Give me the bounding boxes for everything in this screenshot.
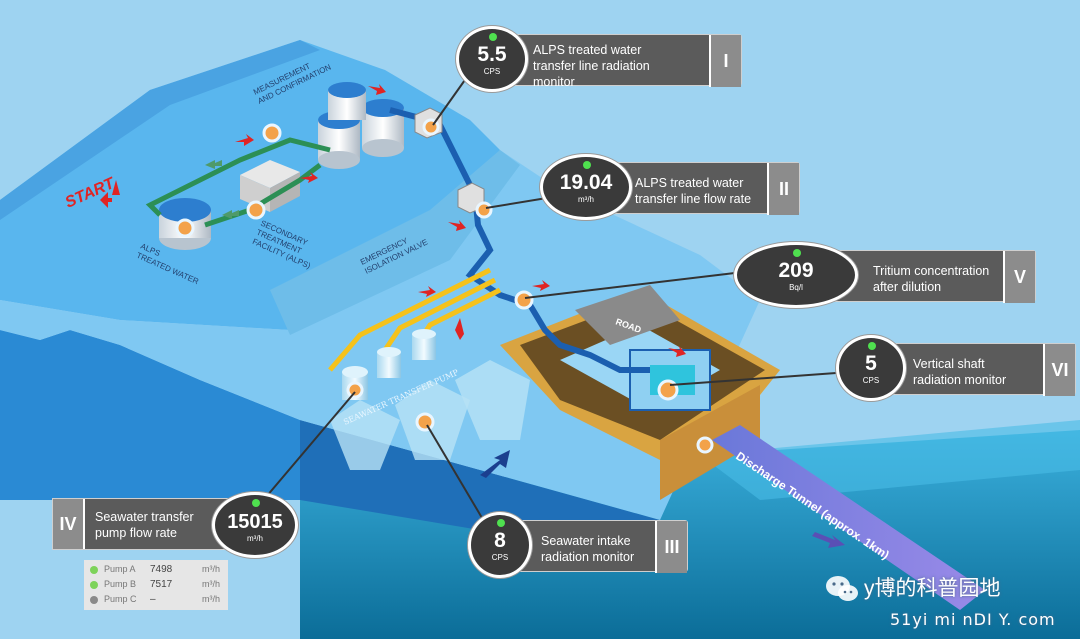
- pump-b-value: 7517: [150, 579, 173, 590]
- monitor-iii-panel: Seawater intake radiation monitor III: [504, 520, 688, 573]
- green-pipe-1: [145, 137, 331, 217]
- callout-leaders: [254, 69, 851, 529]
- monitor-vi-value: 5: [865, 352, 877, 375]
- monitor-v-description: Tritium concentration after dilution: [873, 264, 990, 294]
- monitor-i-radiation[interactable]: ALPS treated water transfer line radiati…: [456, 26, 742, 92]
- discharge-arrow: [812, 532, 845, 548]
- wechat-icon: [826, 576, 858, 601]
- monitor-i-value: 5.5: [477, 43, 507, 66]
- pump-a-unit: m³/h: [202, 564, 220, 574]
- monitor-ii-unit: m³/h: [578, 195, 594, 204]
- terrace-edge: [0, 40, 320, 220]
- monitor-iii-unit: CPS: [491, 553, 509, 562]
- monitor-iii-value: 8: [494, 529, 506, 552]
- intake-channel-3: [455, 360, 530, 440]
- flow-arrows: [100, 84, 686, 357]
- pump-row-c: Pump C – m³/h: [90, 593, 224, 607]
- pump-row-b: Pump B 7517 m³/h: [90, 578, 224, 592]
- monitor-i-status-dot: [489, 33, 497, 41]
- monitor-vi-shaft[interactable]: Vertical shaft radiation monitor VI 5 CP…: [836, 335, 1076, 401]
- monitor-vi-status-dot: [868, 342, 876, 350]
- monitor-iii-status-dot: [497, 519, 505, 527]
- monitor-iv-reading: 15015 m³/h: [212, 492, 298, 558]
- monitor-iv-number: IV: [53, 499, 85, 549]
- alps-transfer-pipe: [389, 107, 650, 373]
- monitor-i-unit: CPS: [483, 67, 501, 76]
- alps-treated-water-tank: [159, 198, 211, 250]
- pump-b-unit: m³/h: [202, 579, 220, 589]
- monitor-iii-description: Seawater intake radiation monitor: [541, 534, 635, 564]
- monitor-iv-status-dot: [252, 499, 260, 507]
- monitor-v-unit: Bq/l: [789, 283, 803, 292]
- monitor-iv-panel: IV Seawater transfer pump flow rate: [52, 498, 248, 550]
- monitor-ii-number: II: [767, 163, 799, 215]
- watermark-title: y博的科普园地: [864, 577, 1001, 600]
- seawater-pipe-1: [328, 267, 492, 372]
- monitor-iii-intake[interactable]: Seawater intake radiation monitor III 8 …: [468, 512, 688, 578]
- pump-c-status-dot: [90, 596, 98, 604]
- monitor-v-value: 209: [778, 259, 814, 282]
- seawater-pipe-2: [382, 277, 497, 352]
- pump-c-name: Pump C: [104, 594, 137, 604]
- monitor-v-tritium[interactable]: Tritium concentration after dilution V 2…: [734, 242, 1036, 308]
- intake-channel-1: [330, 400, 400, 470]
- pump-b-name: Pump B: [104, 579, 137, 589]
- pump-b-status-dot: [90, 581, 98, 589]
- monitor-vi-number: VI: [1043, 344, 1075, 396]
- monitor-ii-value: 19.04: [559, 171, 613, 194]
- pump-a-status-dot: [90, 566, 98, 574]
- monitor-iv-unit: m³/h: [247, 534, 263, 543]
- road-block: [575, 285, 680, 345]
- monitor-iii-number: III: [655, 521, 687, 573]
- monitor-iv-pump-flow[interactable]: IV Seawater transfer pump flow rate 1501…: [52, 492, 298, 558]
- discharge-tunnel: [712, 425, 985, 610]
- lower-terrace: [0, 150, 760, 520]
- measurement-tanks: [318, 82, 404, 169]
- land-front-left: [0, 195, 300, 500]
- monitor-vi-panel: Vertical shaft radiation monitor VI: [872, 343, 1076, 396]
- monitor-ii-description: ALPS treated water transfer line flow ra…: [635, 176, 752, 206]
- monitor-iv-description: Seawater transfer pump flow rate: [95, 510, 194, 540]
- monitor-ii-flow-rate[interactable]: ALPS treated water transfer line flow ra…: [540, 154, 800, 220]
- monitor-i-number: I: [709, 35, 741, 87]
- pump-a-value: 7498: [150, 564, 173, 575]
- monitor-v-status-dot: [793, 249, 801, 257]
- monitor-vi-reading: 5 CPS: [836, 335, 906, 401]
- monitor-v-reading: 209 Bq/l: [734, 242, 858, 308]
- monitor-vi-description: Vertical shaft radiation monitor: [913, 357, 1007, 387]
- pump-a-name: Pump A: [104, 564, 136, 574]
- pump-c-value: –: [150, 594, 156, 605]
- monitor-i-panel: ALPS treated water transfer line radiati…: [492, 34, 742, 89]
- watermark-url: 51yi mi nDI Y. com: [890, 610, 1056, 629]
- watermark: y博的科普园地 51yi mi nDI Y. com: [824, 572, 1074, 632]
- monitor-vi-unit: CPS: [862, 376, 880, 385]
- pump-row-a: Pump A 7498 m³/h: [90, 563, 224, 577]
- monitor-points: [175, 118, 714, 454]
- start-arrow: [112, 180, 120, 195]
- monitor-i-reading: 5.5 CPS: [456, 26, 528, 92]
- monitor-ii-reading: 19.04 m³/h: [540, 154, 632, 220]
- monitor-iii-reading: 8 CPS: [468, 512, 532, 578]
- pump-c-unit: m³/h: [202, 594, 220, 604]
- monitor-i-description: ALPS treated water transfer line radiati…: [533, 43, 650, 89]
- green-direction-arrows: [205, 160, 239, 219]
- green-pipe-2: [204, 163, 322, 228]
- intake-arrow: [480, 450, 510, 478]
- monitor-ii-status-dot: [583, 161, 591, 169]
- monitor-v-number: V: [1003, 251, 1035, 303]
- monitor-iv-value: 15015: [227, 511, 283, 533]
- pump-status-legend: Pump A 7498 m³/h Pump B 7517 m³/h Pump C…: [84, 560, 228, 610]
